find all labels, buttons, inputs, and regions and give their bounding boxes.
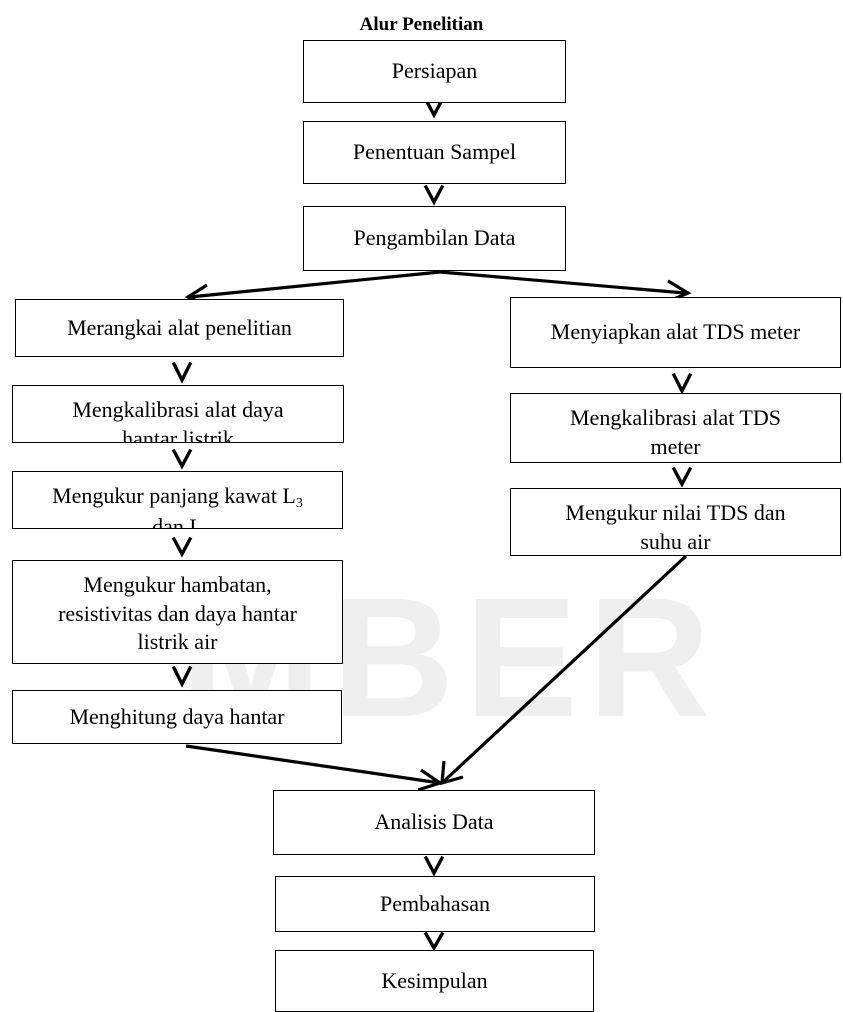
arrow-merangkai-to-kalibrasi (171, 361, 193, 384)
box-menyiapkan-tds-label: Menyiapkan alat TDS meter (550, 319, 801, 345)
box-pengambilan-data-label: Pengambilan Data (353, 225, 516, 251)
box-menghitung-daya-hantar: Menghitung daya hantar (12, 690, 342, 744)
box-mengukur-panjang-kawat: Mengukur panjang kawat L3 dan L (12, 471, 343, 529)
arrow-persiapan-to-sampel (423, 97, 445, 119)
box-pembahasan-label: Pembahasan (380, 890, 490, 916)
box-mengukur-tds: Mengukur nilai TDS dan suhu air (510, 488, 841, 556)
branch-line-left (189, 270, 441, 299)
flowchart-title: Alur Penelitian (359, 14, 484, 35)
arrow-kalibrasi-tds-to-mengukur-tds (671, 466, 693, 488)
box-mengkalibrasi-tds: Mengkalibrasi alat TDS meter (510, 393, 841, 463)
merge-line-left (185, 744, 441, 785)
box-merangkai-alat-label: Merangkai alat penelitian (67, 314, 292, 340)
box-penentuan-sampel: Penentuan Sampel (303, 121, 566, 184)
box-analisis-data-label: Analisis Data (374, 809, 494, 835)
box-mengukur-hambatan-line1: Mengukur hambatan, (83, 572, 272, 597)
arrow-pembahasan-to-kesimpulan (423, 931, 445, 952)
box-analisis-data: Analisis Data (273, 790, 595, 855)
box-persiapan: Persiapan (303, 40, 566, 103)
arrow-hambatan-to-menghitung (171, 665, 193, 688)
box-mengkalibrasi-tds-line2: meter (650, 433, 701, 459)
box-mengkalibrasi-line1: Mengkalibrasi alat daya (72, 397, 284, 422)
box-mengukur-panjang-line2: dan L (152, 514, 203, 529)
arrow-kalibrasi-to-panjang (171, 448, 193, 470)
box-merangkai-alat: Merangkai alat penelitian (15, 299, 344, 357)
box-mengkalibrasi-tds-line1: Mengkalibrasi alat TDS (570, 405, 781, 430)
box-pembahasan: Pembahasan (275, 876, 595, 932)
box-mengkalibrasi-line2: hantar listrik (122, 425, 234, 443)
box-kesimpulan: Kesimpulan (275, 950, 594, 1012)
box-persiapan-label: Persiapan (391, 58, 478, 84)
arrow-menyiapkan-to-kalibrasi-tds (671, 372, 693, 395)
box-menyiapkan-tds: Menyiapkan alat TDS meter (510, 297, 841, 368)
box-mengukur-tds-line1: Mengukur nilai TDS dan (565, 500, 786, 525)
arrow-analisis-to-pembahasan (423, 855, 445, 877)
branch-line-right (439, 270, 686, 295)
merge-arrowhead-left (417, 768, 444, 792)
box-menghitung-label: Menghitung daya hantar (69, 703, 285, 729)
box-pengambilan-data: Pengambilan Data (303, 206, 566, 271)
box-mengukur-panjang-text: Mengukur panjang kawat L (52, 483, 296, 508)
box-mengukur-tds-line2: suhu air (640, 528, 711, 554)
box-mengukur-panjang-line1: Mengukur panjang kawat L3 (13, 482, 342, 513)
box-mengukur-hambatan-line3: listrik air (137, 629, 218, 655)
box-penentuan-sampel-label: Penentuan Sampel (352, 139, 517, 165)
box-mengukur-hambatan: Mengukur hambatan, resistivitas dan daya… (12, 560, 343, 664)
subscript-3: 3 (295, 496, 303, 511)
box-mengkalibrasi-alat-daya: Mengkalibrasi alat daya hantar listrik (12, 385, 344, 443)
merge-arrowhead-right (440, 760, 464, 786)
box-mengukur-hambatan-line2: resistivitas dan daya hantar (58, 600, 297, 626)
arrow-panjang-to-hambatan (171, 536, 193, 558)
merge-line-right (440, 554, 688, 785)
box-kesimpulan-label: Kesimpulan (381, 967, 488, 993)
arrow-sampel-to-pengambilan (423, 184, 445, 206)
